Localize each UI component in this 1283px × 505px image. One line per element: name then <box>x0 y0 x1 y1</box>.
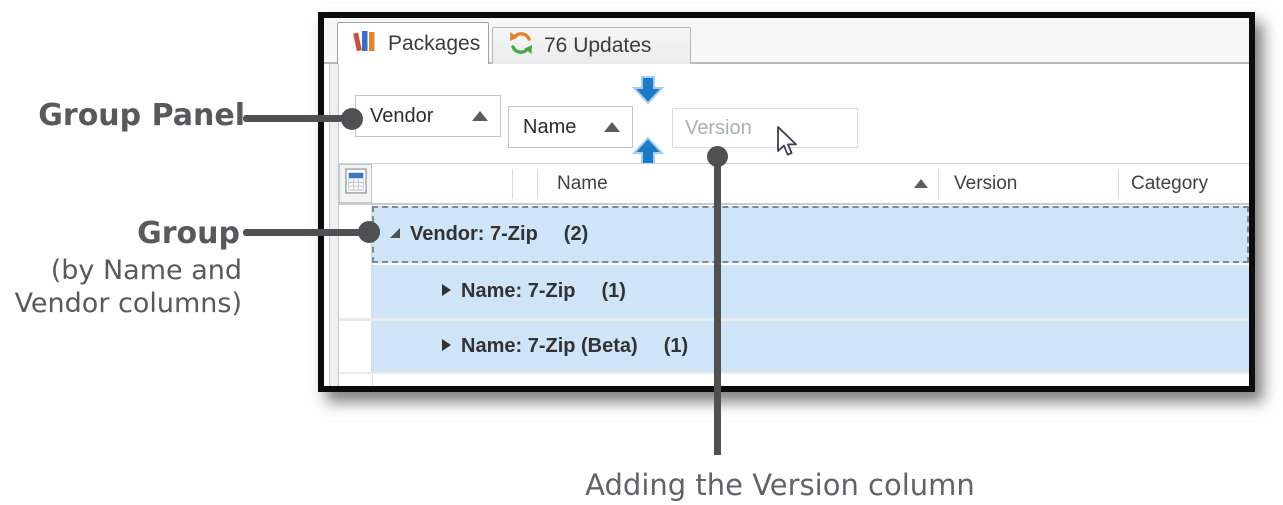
version-connector-line <box>714 153 721 455</box>
row-separator <box>339 372 1249 374</box>
packages-books-icon <box>352 28 378 60</box>
window-content: Packages 76 Updates Vendo <box>324 18 1249 386</box>
group-row-count: (2) <box>563 223 589 245</box>
updates-refresh-icon <box>508 30 534 62</box>
row-indicator-cell <box>339 321 372 372</box>
group-row-content[interactable]: Name: 7-Zip (Beta) (1) <box>372 321 1249 372</box>
group-row-vendor-7zip[interactable]: Vendor: 7-Zip (2) <box>339 206 1249 263</box>
group-panel-connector-line <box>243 115 355 122</box>
drop-indicator-down-icon <box>631 76 665 109</box>
group-row-count: (1) <box>601 280 626 302</box>
sort-ascending-icon <box>472 111 488 121</box>
group-row-name-7zip-beta[interactable]: Name: 7-Zip (Beta) (1) <box>339 321 1249 372</box>
dragged-column-label: Version <box>685 116 752 139</box>
sort-ascending-icon <box>914 179 928 188</box>
expand-collapse-icon-expanded[interactable] <box>387 223 402 246</box>
column-header-version[interactable]: Version <box>938 164 1118 203</box>
group-label-title: Group <box>137 216 240 251</box>
group-panel-label: Group Panel <box>38 98 245 133</box>
app-window: Packages 76 Updates Vendo <box>318 12 1255 392</box>
tab-packages[interactable]: Packages <box>337 22 489 64</box>
tab-packages-label: Packages <box>388 31 481 55</box>
group-row-content[interactable]: Vendor: 7-Zip (2) <box>372 206 1249 263</box>
group-row-label: Name: 7-Zip <box>461 280 576 302</box>
expand-collapse-icon-collapsed[interactable] <box>440 280 452 303</box>
column-header-row: Name Version Category <box>339 163 1249 205</box>
group-panel-connector-dot <box>341 108 363 130</box>
sort-ascending-icon <box>604 122 620 132</box>
group-label-sub-line2: Vendor columns) <box>14 288 242 319</box>
header-separator <box>512 169 513 199</box>
group-row-content[interactable]: Name: 7-Zip (1) <box>372 265 1249 318</box>
group-label-sub-line1: (by Name and <box>50 255 242 286</box>
header-separator <box>938 169 939 199</box>
version-connector-dot <box>707 146 728 167</box>
group-chip-vendor[interactable]: Vendor <box>355 95 501 137</box>
table-icon <box>344 168 367 199</box>
mouse-cursor-icon <box>776 126 802 165</box>
column-header-version-label: Version <box>954 172 1018 194</box>
group-connector-line <box>243 229 371 236</box>
column-header-category-label: Category <box>1131 172 1209 194</box>
dragged-column-header[interactable]: Version <box>672 108 858 148</box>
group-label-subtitle: (by Name and Vendor columns) <box>0 254 242 320</box>
column-chooser-button[interactable] <box>339 164 372 203</box>
tab-updates[interactable]: 76 Updates <box>492 27 691 64</box>
group-chip-name[interactable]: Name <box>508 106 633 148</box>
column-header-name-label: Name <box>557 172 608 194</box>
header-separator <box>1118 169 1119 199</box>
tab-strip: Packages 76 Updates <box>324 18 1249 64</box>
row-indicator-cell <box>339 265 372 318</box>
column-header-category[interactable]: Category <box>1118 164 1249 203</box>
group-row-count: (1) <box>663 335 689 357</box>
tab-updates-label: 76 Updates <box>544 34 652 57</box>
group-row-label: Vendor: 7-Zip <box>410 223 538 245</box>
adding-version-label: Adding the Version column <box>585 468 975 502</box>
expand-collapse-icon-collapsed[interactable] <box>440 335 452 358</box>
row-separator <box>339 318 1249 321</box>
group-row-name-7zip[interactable]: Name: 7-Zip (1) <box>339 265 1249 318</box>
column-header-name[interactable]: Name <box>547 164 938 203</box>
group-row-label: Name: 7-Zip (Beta) <box>461 335 638 357</box>
header-separator <box>537 169 538 199</box>
group-chip-name-label: Name <box>523 115 577 138</box>
grid-left-gutter <box>329 64 339 386</box>
group-connector-dot <box>358 221 380 243</box>
group-chip-vendor-label: Vendor <box>370 104 434 127</box>
